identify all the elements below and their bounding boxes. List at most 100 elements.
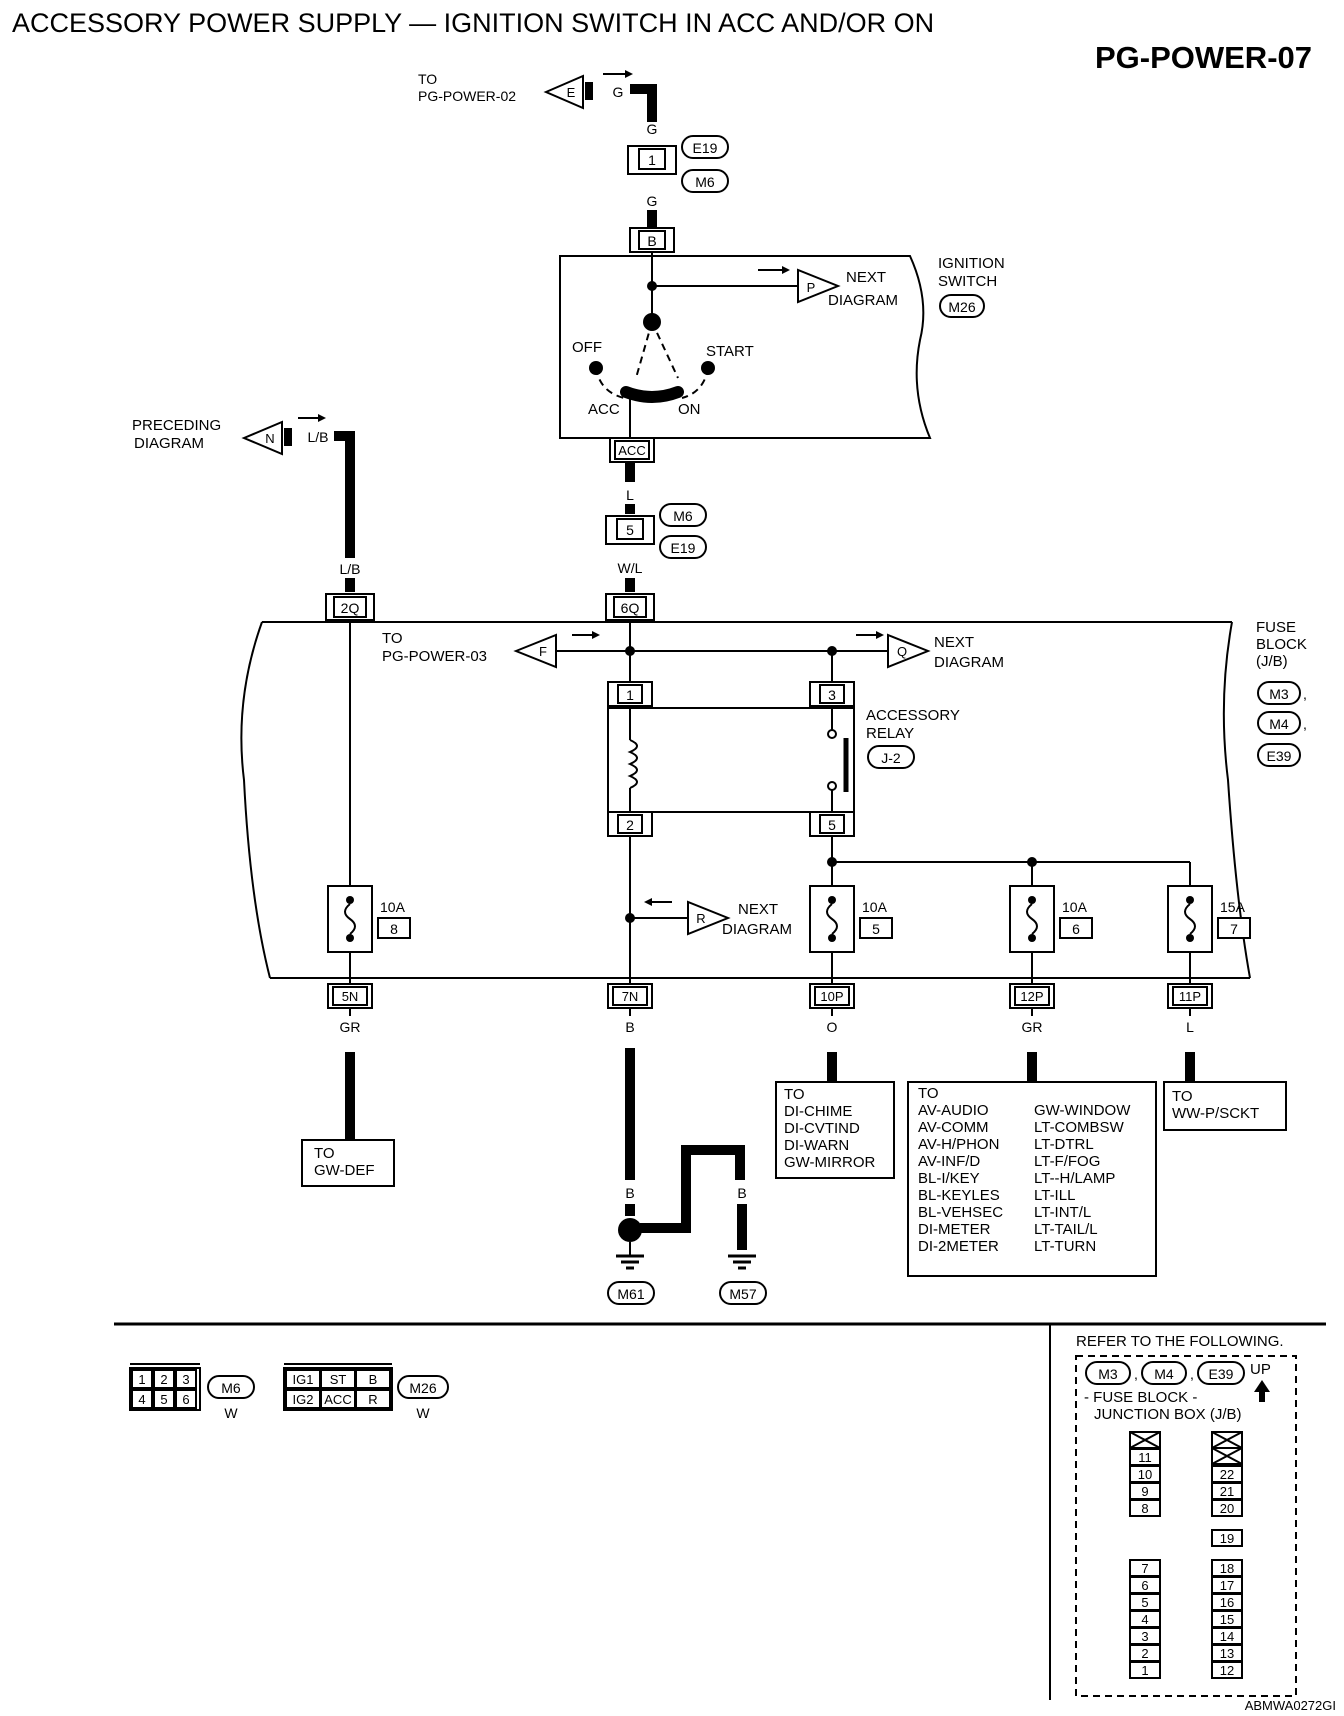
wire-label: GR (340, 1019, 361, 1035)
fuse-slot: 2 (1141, 1646, 1148, 1661)
fuse-block: 2Q 6Q TO PG-POWER-03 F Q NEXT DIAGRAM FU… (240, 593, 1307, 979)
dest-text: LT-TAIL/L (1034, 1221, 1098, 1238)
terminal-7n: 7NB (607, 983, 653, 1035)
fuse-slot: 9 (1141, 1484, 1148, 1499)
refer-title: REFER TO THE FOLLOWING. (1076, 1333, 1284, 1350)
accessory-relay: 1 3 2 5 ACCESSORY RELAY J-2 (607, 651, 960, 837)
pin-cell: 3 (182, 1372, 189, 1387)
connector-arrow-icon (241, 420, 283, 456)
wire-label-lb: L/B (339, 561, 360, 577)
destinations: TO GW-DEF TODI-CHIMEDI-CVTINDDI-WARNGW-M… (301, 1052, 1287, 1277)
dest-text: AV-AUDIO (918, 1102, 989, 1119)
fuse-block-page-left: PG-POWER-03 (382, 648, 487, 665)
refer-label-2: JUNCTION BOX (J/B) (1094, 1406, 1242, 1423)
dest-box-di (775, 1081, 895, 1179)
relay-pin-1: 1 (626, 687, 634, 703)
relay-pin-5: 5 (828, 817, 836, 833)
wire-label-g-1: G (647, 121, 658, 137)
fuse-block-to: TO (382, 630, 403, 647)
next-letter-p: P (807, 280, 816, 295)
dest-text: WW-P/SCKT (1172, 1105, 1259, 1122)
connector-code: M3 (1269, 686, 1289, 702)
dest-text: TO (314, 1145, 335, 1162)
fuse-slot: 5 (1141, 1595, 1148, 1610)
fuse-amp: 10A (1062, 899, 1088, 915)
fuse-terminal: 12P (1020, 989, 1043, 1004)
relay-coil (627, 739, 638, 789)
top-link-letter: E (567, 85, 576, 100)
wire-label-wl: W/L (618, 560, 643, 576)
position-start: START (706, 343, 754, 360)
position-acc: ACC (588, 401, 620, 418)
connector-arrow-icon (797, 268, 841, 304)
ignition-switch-label-1: IGNITION (938, 255, 1005, 272)
fuse-terminal: 5N (342, 989, 359, 1004)
dest-text: GW-WINDOW (1034, 1102, 1131, 1119)
next-diagram-line2: DIAGRAM (828, 292, 898, 309)
fuse-amp: 15A (1220, 899, 1246, 915)
fuse-slot: 11 (1138, 1450, 1152, 1465)
fuse-number: 7 (1230, 921, 1238, 937)
dest-box-gw-def (301, 1139, 395, 1187)
dest-text: DI-2METER (918, 1238, 999, 1255)
wire-label: O (827, 1019, 838, 1035)
ground-code: M61 (617, 1286, 644, 1302)
top-link-to: TO (418, 71, 437, 87)
relay-code: J-2 (881, 750, 901, 766)
wire-g-top (630, 84, 657, 122)
fuse-amp: 10A (862, 899, 888, 915)
relay-label-1: ACCESSORY (866, 707, 960, 724)
up-label: UP (1250, 1361, 1271, 1378)
connector-arrow-icon (543, 74, 584, 110)
fuse-icon (1026, 903, 1038, 935)
wire-lb (334, 431, 355, 558)
fuse-terminal: 10P (820, 989, 843, 1004)
connector-code: E19 (693, 140, 718, 156)
dest-text: GW-DEF (314, 1162, 375, 1179)
relay-body (607, 707, 855, 813)
fuse-slot: 8 (1141, 1501, 1148, 1516)
fuse-number: 6 (1072, 921, 1080, 937)
connector-arrow-icon (687, 900, 731, 936)
fuse-slot: 4 (1141, 1612, 1148, 1627)
connector-pin: 5 (626, 522, 634, 538)
dest-text: BL-KEYLES (918, 1187, 1000, 1204)
wire-label-b: B (681, 1185, 690, 1201)
fuse-slot: 10 (1138, 1467, 1152, 1482)
pin-cell: 1 (138, 1372, 145, 1387)
diagram-title: ACCESSORY POWER SUPPLY — IGNITION SWITCH… (12, 8, 934, 38)
connector-code: E19 (671, 540, 696, 556)
footer-code: ABMWA0272GI (1245, 1698, 1336, 1713)
dest-text: LT-INT/L (1034, 1204, 1091, 1221)
pin-cell: R (368, 1392, 377, 1407)
dest-text: LT-ILL (1034, 1187, 1075, 1204)
next-q-line1: NEXT (934, 634, 974, 651)
dest-text: DI-METER (918, 1221, 991, 1238)
preceding-letter: N (265, 431, 274, 446)
fuse-slot: 12 (1220, 1663, 1234, 1678)
top-link: TO PG-POWER-02 E G (418, 70, 657, 122)
refer-panel: REFER TO THE FOLLOWING. M3 , M4 , E39 UP… (1049, 1324, 1297, 1700)
top-link-page: PG-POWER-02 (418, 88, 516, 104)
svg-text:,: , (1134, 1366, 1138, 1382)
fuse-block-circuits: R NEXT DIAGRAM 10A85NGR10A510PO10A612PGR… (327, 836, 1251, 1035)
letter-f: F (539, 644, 547, 659)
dest-text: DI-CVTIND (784, 1120, 860, 1137)
dest-text: AV-COMM (918, 1119, 989, 1136)
fuse-slot: 3 (1141, 1629, 1148, 1644)
position-on: ON (678, 401, 701, 418)
pin-cell: ST (330, 1372, 347, 1387)
fuse-icon (1184, 903, 1196, 935)
fuse-amp: 10A (380, 899, 406, 915)
letter-r: R (696, 911, 705, 926)
connector-code: M26 (948, 299, 975, 315)
dest-text: DI-CHIME (784, 1103, 852, 1120)
svg-text:,: , (1303, 686, 1307, 702)
fuse-terminal: 11P (1179, 989, 1201, 1004)
dest-text: TO (784, 1086, 805, 1103)
